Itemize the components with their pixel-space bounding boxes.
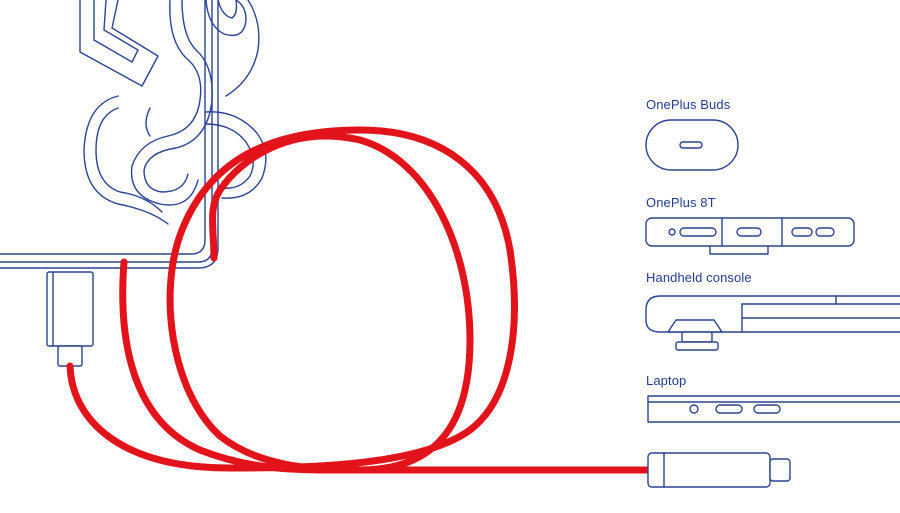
plug-end-tip xyxy=(769,458,791,482)
phone-side-icon xyxy=(645,217,855,255)
charger-box xyxy=(0,0,267,269)
box-logo-graphic xyxy=(79,0,267,225)
label-oneplus-8t: OnePlus 8T xyxy=(646,195,716,210)
usb-plug-top xyxy=(46,271,94,367)
box-edge xyxy=(0,0,219,269)
plug-end-housing xyxy=(647,452,771,488)
handheld-console-icon xyxy=(645,295,900,351)
label-oneplus-buds: OnePlus Buds xyxy=(646,97,731,112)
label-handheld-console: Handheld console xyxy=(646,270,752,285)
usb-cable xyxy=(66,126,652,474)
plug-housing xyxy=(46,271,94,347)
laptop-side-icon xyxy=(647,395,900,423)
usb-plug-end xyxy=(647,452,791,488)
box-inner-edge xyxy=(0,0,206,255)
earbuds-case-icon xyxy=(645,119,739,171)
label-laptop: Laptop xyxy=(646,373,687,388)
